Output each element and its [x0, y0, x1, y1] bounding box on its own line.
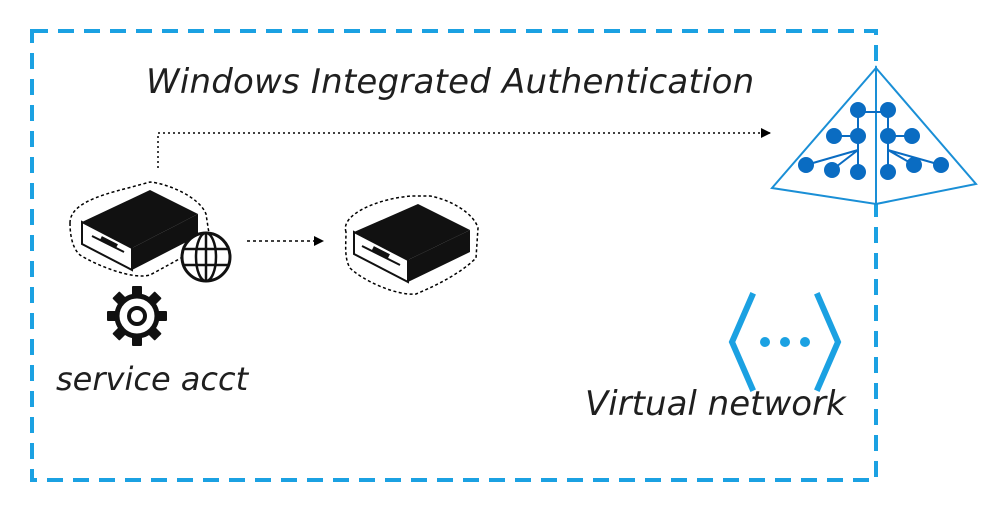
service-account-label: service acct: [56, 360, 249, 398]
auth-label: Windows Integrated Authentication: [146, 62, 755, 102]
virtual-network-label: Virtual network: [585, 384, 846, 424]
app-server-icon: [344, 195, 479, 295]
auth-connector: [157, 128, 771, 168]
active-directory-icon: [770, 65, 978, 206]
vnet-boundary: [30, 29, 878, 482]
gear-icon: [107, 286, 167, 346]
globe-icon: [180, 231, 232, 283]
web-server-icon: [69, 181, 211, 277]
virtual-network-icon: [728, 292, 842, 392]
